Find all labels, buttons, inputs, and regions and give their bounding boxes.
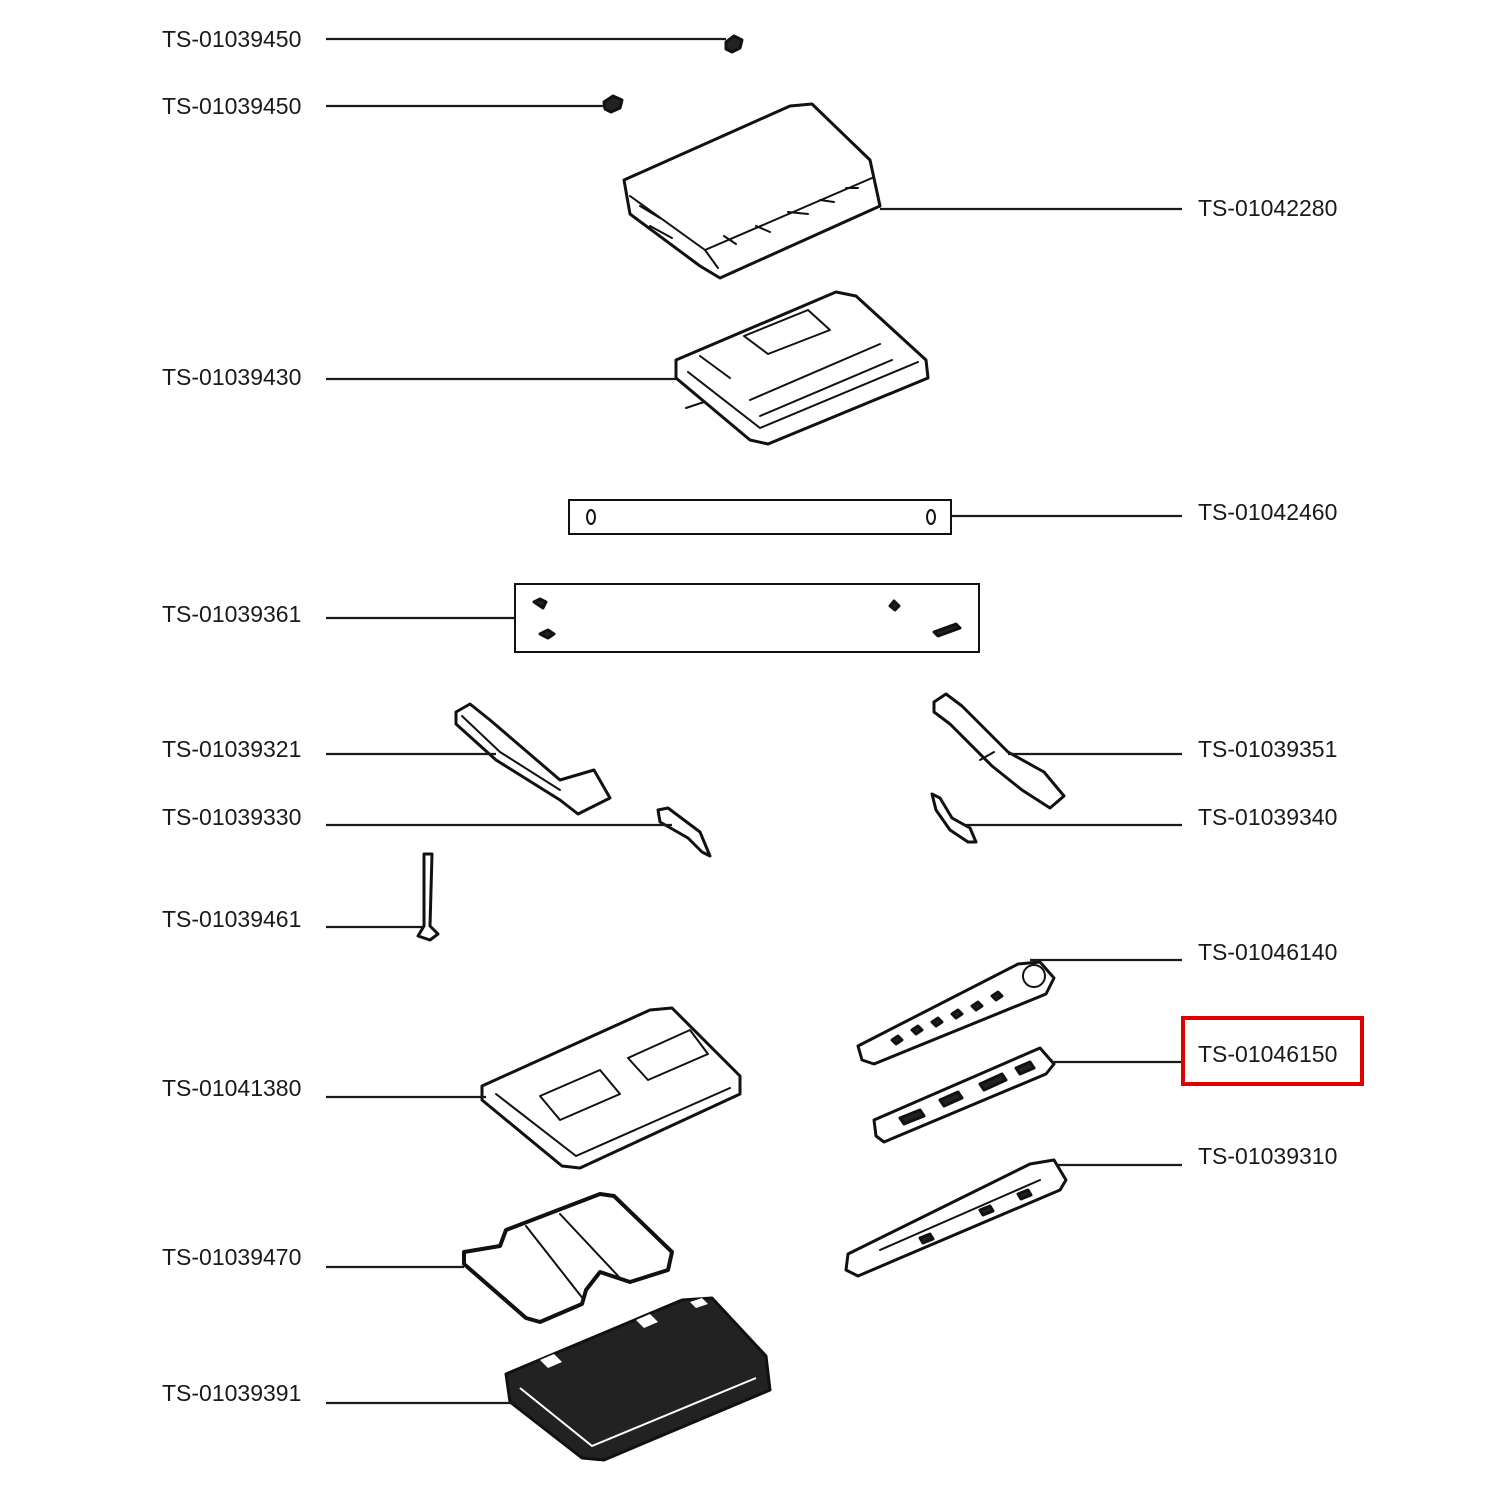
part-label-highlighted[interactable]: TS-01046150: [1198, 1041, 1337, 1067]
part-label[interactable]: TS-01039450: [162, 93, 301, 119]
left-lever-drawing[interactable]: [454, 702, 612, 816]
part-label[interactable]: TS-01039391: [162, 1380, 301, 1406]
grill-plate-drawing[interactable]: [504, 1296, 772, 1462]
screw-second-drawing[interactable]: [602, 94, 624, 114]
part-label[interactable]: TS-01046140: [1198, 939, 1337, 965]
part-label[interactable]: TS-01039340: [1198, 804, 1337, 830]
screw-set-drawing[interactable]: [514, 583, 980, 653]
part-label[interactable]: TS-01042460: [1198, 499, 1337, 525]
part-label[interactable]: TS-01039470: [162, 1244, 301, 1270]
thermal-strip-drawing[interactable]: [568, 499, 952, 535]
right-clip-drawing[interactable]: [930, 792, 978, 844]
latch-pin-drawing[interactable]: [416, 852, 440, 942]
heating-frame-drawing[interactable]: [674, 290, 930, 446]
gasket-drawing[interactable]: [462, 1192, 674, 1324]
circuit-board-drawing[interactable]: [872, 1046, 1056, 1144]
right-lever-drawing[interactable]: [932, 692, 1066, 810]
hinge-bar-drawing[interactable]: [844, 1158, 1068, 1278]
part-label[interactable]: TS-01039450: [162, 26, 301, 52]
base-frame-drawing[interactable]: [480, 1006, 742, 1170]
part-label[interactable]: TS-01039310: [1198, 1143, 1337, 1169]
part-label[interactable]: TS-01039430: [162, 364, 301, 390]
screw-top-drawing[interactable]: [724, 34, 744, 54]
part-label[interactable]: TS-01039351: [1198, 736, 1337, 762]
control-panel-drawing[interactable]: [856, 960, 1056, 1066]
part-label[interactable]: TS-01042280: [1198, 195, 1337, 221]
highlight-box: [1181, 1016, 1364, 1086]
part-label[interactable]: TS-01039361: [162, 601, 301, 627]
part-label[interactable]: TS-01039330: [162, 804, 301, 830]
left-clip-drawing[interactable]: [656, 806, 712, 858]
part-label[interactable]: TS-01039461: [162, 906, 301, 932]
part-label[interactable]: TS-01041380: [162, 1075, 301, 1101]
part-label[interactable]: TS-01039321: [162, 736, 301, 762]
top-cover-drawing[interactable]: [622, 102, 882, 280]
